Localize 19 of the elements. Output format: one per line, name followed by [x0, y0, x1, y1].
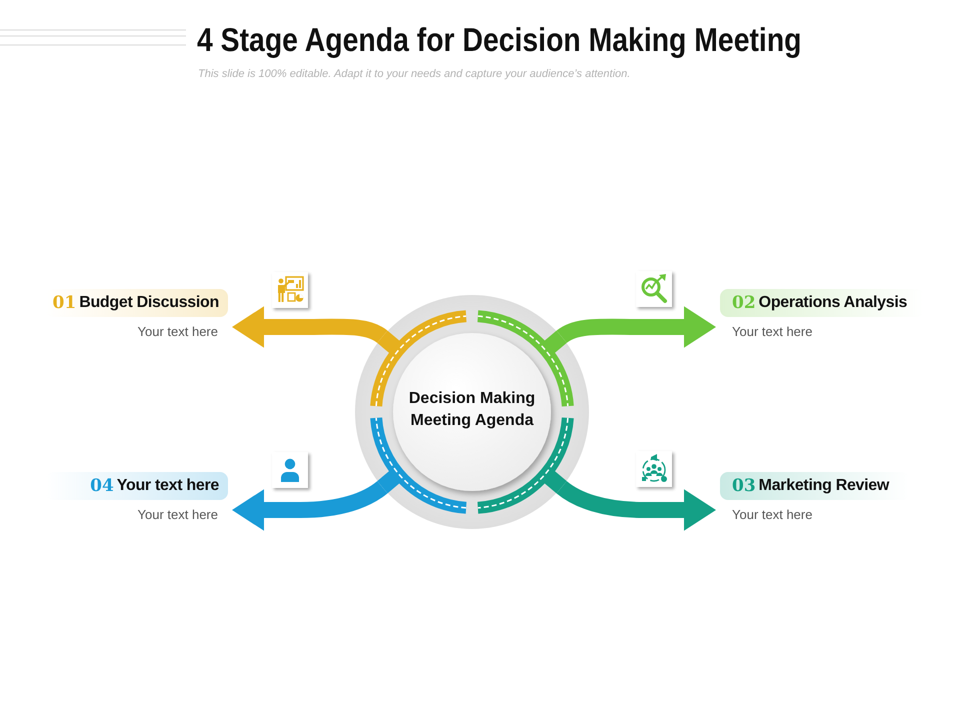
slide-title: 4 Stage Agenda for Decision Making Meeting	[197, 20, 802, 60]
arrow	[556, 480, 716, 531]
stage-number: 02	[732, 293, 756, 313]
description-text: Your text here	[136, 324, 218, 339]
arrow	[232, 480, 388, 531]
stage-title: Your text here	[116, 477, 219, 495]
stage-title: Marketing Review	[758, 477, 890, 495]
stage-number: 04	[90, 476, 114, 496]
arrow	[557, 306, 716, 348]
stage-title: Budget Discussion	[79, 294, 219, 312]
stage-number: 01	[52, 293, 76, 313]
description-text: Your text here	[136, 507, 218, 522]
arrow	[232, 306, 388, 348]
description-text: Your text here	[732, 507, 812, 522]
stage-title: Operations Analysis	[758, 294, 908, 312]
stage-number: 03	[732, 476, 756, 496]
hub-title: Decision Making Meeting Agenda	[408, 389, 536, 431]
description-text: Your text here	[732, 324, 812, 339]
subtitle: This slide is 100% editable. Adapt it to your needs and capture your audience’s attention.	[198, 68, 630, 80]
